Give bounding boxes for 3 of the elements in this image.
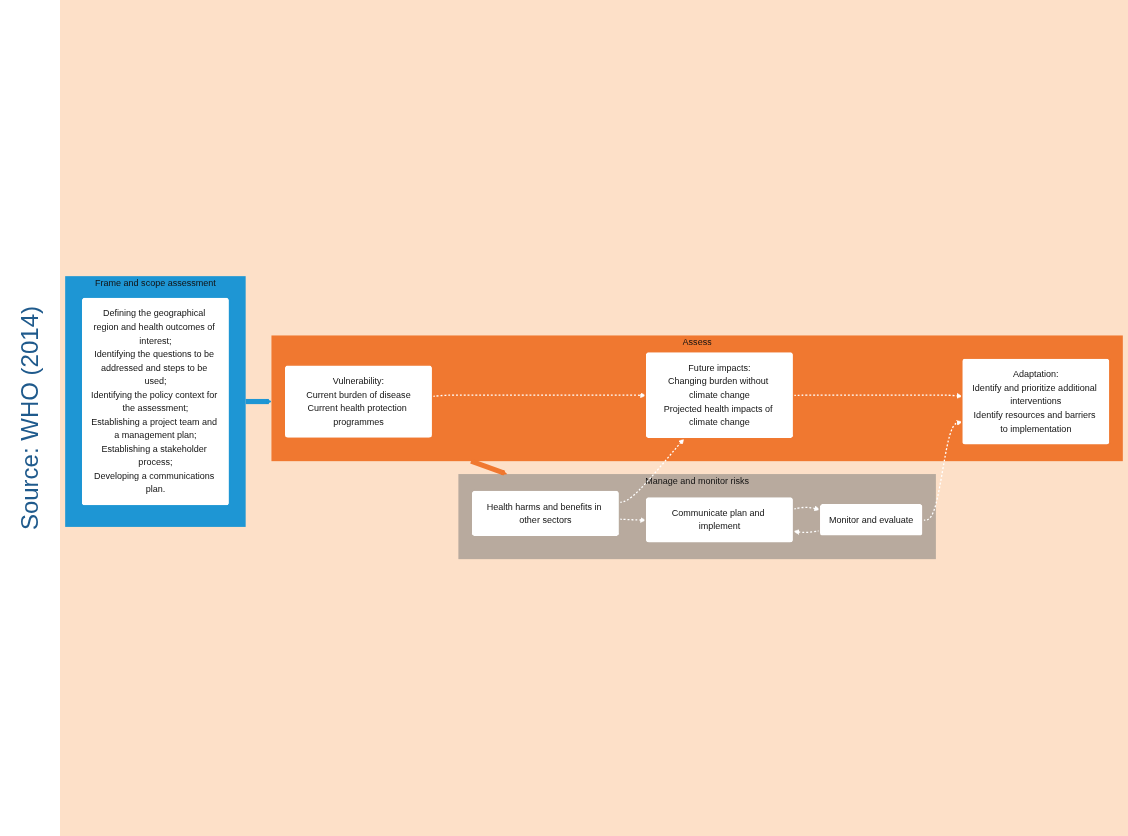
source-note: Source: WHO (2014) [16,305,44,531]
arrow [245,399,272,405]
arrow [470,459,507,476]
